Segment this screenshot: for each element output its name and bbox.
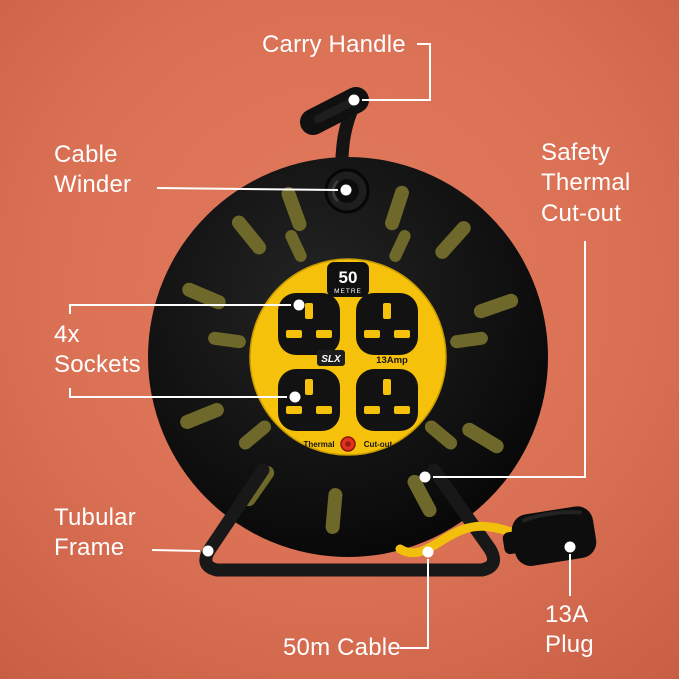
dot-carry-handle: [348, 94, 360, 106]
pin-slot: [394, 330, 410, 338]
dot-socket-bottom: [289, 391, 301, 403]
label-13a-plug: 13A Plug: [545, 601, 594, 659]
socket-face: [356, 369, 418, 431]
label-carry-handle: Carry Handle: [262, 31, 406, 58]
dot-tubular-frame: [202, 545, 214, 557]
pin-slot: [364, 330, 380, 338]
leader-tubular-frame: [151, 549, 201, 552]
socket: [356, 293, 418, 355]
vent-slot: [473, 293, 519, 319]
leader-sockets-bottom: [69, 388, 287, 398]
handle-grip-highlight: [314, 99, 354, 123]
vent-slot: [435, 221, 471, 259]
pin-slot: [316, 330, 332, 338]
socket-plate: 50 METRE SLX 13Amp Thermal Cut-out: [249, 258, 447, 456]
vent-slot: [389, 230, 411, 262]
pin-slot: [394, 406, 410, 414]
thermal-reset-button-center: [345, 441, 351, 447]
brand-badge: [317, 350, 345, 366]
socket: [278, 293, 340, 355]
socket: [278, 369, 340, 431]
thermal-text: Thermal: [303, 440, 334, 449]
length-badge: 50 METRE: [327, 262, 369, 297]
vent-slot: [180, 403, 224, 429]
vent-slot: [385, 185, 409, 231]
earth-pin-slot: [383, 303, 391, 319]
pin-slot: [364, 406, 380, 414]
plug-body: [511, 506, 597, 566]
label-50m-cable: 50m Cable: [283, 634, 401, 661]
vent-slot: [281, 186, 307, 232]
vent-slot: [462, 422, 504, 454]
socket: [356, 369, 418, 431]
plug-13a: [502, 506, 597, 566]
pin-slot: [316, 406, 332, 414]
vent-slot: [424, 420, 458, 450]
label-4x-sockets: 4x Sockets: [54, 321, 141, 379]
leader-carry-handle: [362, 43, 431, 101]
dot-50m-cable: [422, 546, 434, 558]
vent-slot: [238, 420, 272, 450]
badge-unit-text: METRE: [334, 288, 362, 295]
vent-slot: [182, 282, 226, 310]
dot-13a-plug: [564, 541, 576, 553]
badge-value-text: 50: [339, 268, 358, 287]
dot-socket-top: [293, 299, 305, 311]
dot-cable-winder: [340, 184, 352, 196]
leader-cable-winder: [156, 187, 339, 191]
leader-sockets-top: [69, 304, 291, 314]
reel-drum: 50 METRE SLX 13Amp Thermal Cut-out: [148, 157, 548, 557]
socket-face: [356, 293, 418, 355]
leader-dots: [202, 94, 576, 558]
pin-slot: [286, 330, 302, 338]
vent-slot: [285, 230, 307, 262]
vent-slot: [450, 331, 488, 349]
vent-slot: [208, 331, 246, 349]
label-cable-winder: Cable Winder: [54, 141, 132, 199]
leader-50m-cable: [400, 559, 429, 649]
badge-box: [327, 262, 369, 297]
dot-safety-thermal: [419, 471, 431, 483]
winder-knob-handle: [331, 179, 340, 203]
socket-face: [278, 293, 340, 355]
brand-text: SLX: [321, 354, 342, 365]
socket-face: [278, 369, 340, 431]
vent-slot: [231, 215, 267, 255]
earth-pin-slot: [383, 379, 391, 395]
sockets: [278, 293, 418, 431]
plug-highlight: [521, 510, 582, 523]
vent-slot: [407, 474, 437, 518]
power-cable: [395, 521, 522, 558]
vent-slot: [325, 488, 343, 534]
leader-safety-thermal: [433, 241, 586, 478]
label-safety-thermal-cutout: Safety Thermal Cut-out: [541, 139, 631, 227]
label-tubular-frame: Tubular Frame: [54, 504, 136, 562]
earth-pin-slot: [305, 303, 313, 319]
cutout-text: Cut-out: [364, 440, 393, 449]
pin-slot: [286, 406, 302, 414]
earth-pin-slot: [305, 379, 313, 395]
amp-rating-text: 13Amp: [376, 355, 408, 366]
thermal-cutout: Thermal Cut-out: [303, 436, 393, 452]
leader-lines: [69, 43, 586, 649]
